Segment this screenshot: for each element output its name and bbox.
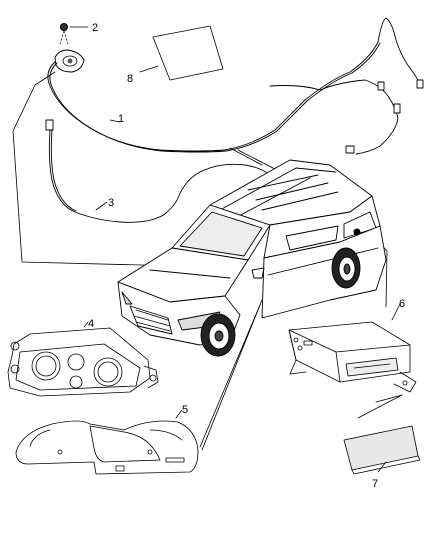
part-8-label-sheet	[152, 25, 224, 81]
part-4-instrument-cluster	[7, 327, 159, 397]
vehicle-minivan	[117, 159, 387, 357]
leader-lines	[12, 71, 403, 451]
part-6-radio-module	[288, 321, 417, 393]
part-1-antenna-cable	[47, 17, 424, 155]
callout-numbers: 1 2 3 4 5 6 7 8	[88, 22, 405, 490]
callout-8: 8	[127, 73, 133, 85]
antenna-base-bracket	[54, 49, 85, 73]
callout-2: 2	[92, 22, 98, 34]
callout-1: 1	[118, 113, 124, 125]
callout-5: 5	[182, 404, 188, 416]
callout-4: 4	[88, 318, 94, 330]
callout-3: 3	[108, 197, 114, 209]
callout-7: 7	[372, 478, 378, 490]
part-7-manual	[343, 425, 421, 475]
callout-leaders	[69, 26, 401, 473]
part-3-cable	[45, 119, 286, 223]
part-5-cluster-faceplate	[15, 420, 199, 475]
part-2-nut	[59, 23, 69, 45]
callout-6: 6	[399, 298, 405, 310]
